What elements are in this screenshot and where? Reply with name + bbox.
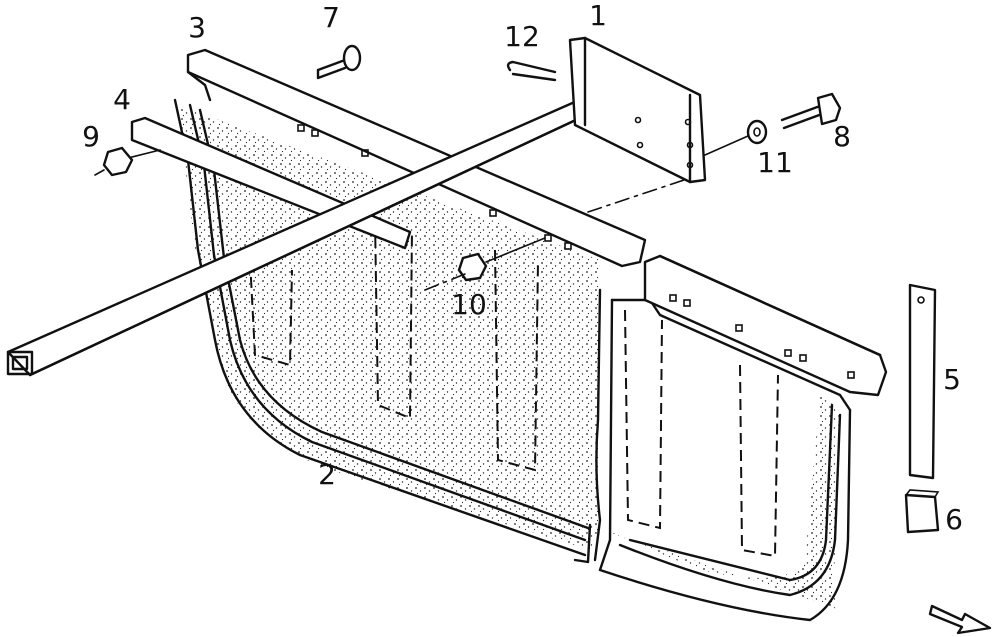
callout-6: 6 — [945, 503, 963, 536]
callout-12: 12 — [504, 20, 540, 53]
mounting-bracket — [568, 36, 707, 184]
end-cap — [904, 489, 940, 534]
callout-4: 4 — [113, 83, 131, 116]
hex-nut-9 — [94, 146, 134, 177]
callout-1: 1 — [589, 0, 607, 32]
hex-nut-10 — [457, 237, 546, 282]
callout-8: 8 — [833, 120, 851, 153]
top-rail — [186, 48, 888, 397]
split-pin-12 — [506, 60, 557, 82]
carriage-bolt-7 — [316, 44, 362, 80]
callout-2: 2 — [318, 458, 336, 491]
door-panel-left — [173, 98, 602, 564]
hex-bolt-8 — [780, 92, 842, 130]
callout-10: 10 — [451, 288, 487, 321]
down-right-arrow-icon — [928, 604, 992, 635]
callout-11: 11 — [757, 146, 793, 179]
assembly-lines — [424, 177, 691, 291]
callout-9: 9 — [82, 120, 100, 153]
callout-3: 3 — [188, 11, 206, 44]
washer-11 — [704, 119, 768, 156]
callout-5: 5 — [943, 363, 961, 396]
callout-7: 7 — [322, 1, 340, 34]
door-panel-right — [598, 298, 852, 622]
upright-bar — [908, 283, 937, 480]
